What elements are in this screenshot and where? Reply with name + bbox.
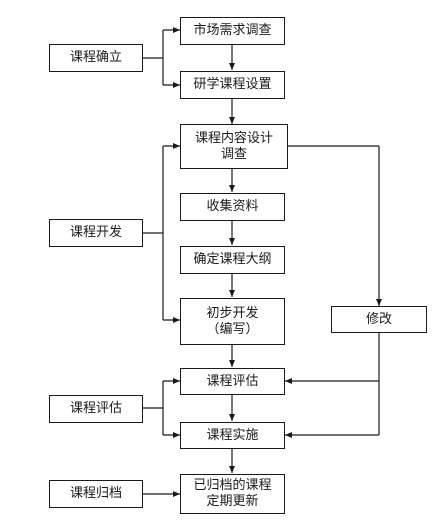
- update-box: 已归档的课程 定期更新: [180, 474, 285, 514]
- course-setup-label: 研学课程设置: [193, 77, 272, 92]
- revise-label: 修改: [365, 311, 392, 327]
- market-survey-label: 市场需求调查: [193, 23, 272, 38]
- revise-box: 修改: [331, 306, 427, 333]
- collect-materials-label: 收集资料: [206, 199, 259, 214]
- market-survey-box: 市场需求调查: [180, 17, 285, 45]
- update-label-2: 定期更新: [206, 494, 259, 509]
- update-label-1: 已归档的课程: [193, 478, 272, 493]
- initial-dev-label-2: （编写）: [206, 321, 259, 337]
- outline-box: 确定课程大纲: [180, 246, 285, 274]
- content-design-label-2: 调查: [220, 146, 247, 162]
- stage-establish-label: 课程确立: [69, 50, 122, 65]
- evaluation-box: 课程评估: [180, 368, 285, 395]
- implementation-box: 课程实施: [180, 422, 285, 449]
- collect-materials-box: 收集资料: [180, 193, 285, 221]
- content-design-box: 课程内容设计 调查: [180, 124, 288, 169]
- initial-dev-label-1: 初步开发: [206, 305, 259, 321]
- stage-establish-box: 课程确立: [49, 44, 143, 72]
- initial-dev-box: 初步开发 （编写）: [180, 298, 285, 345]
- evaluation-label: 课程评估: [206, 373, 259, 389]
- stage-develop-label: 课程开发: [69, 225, 122, 240]
- implementation-label: 课程实施: [206, 427, 259, 443]
- content-design-label-1: 课程内容设计: [194, 130, 273, 146]
- course-setup-box: 研学课程设置: [180, 71, 285, 99]
- stage-archive-box: 课程归档: [49, 480, 143, 508]
- stage-develop-box: 课程开发: [49, 219, 143, 247]
- outline-label: 确定课程大纲: [193, 252, 272, 267]
- stage-evaluate-label: 课程评估: [69, 401, 122, 416]
- stage-evaluate-box: 课程评估: [49, 395, 143, 423]
- stage-archive-label: 课程归档: [69, 486, 122, 501]
